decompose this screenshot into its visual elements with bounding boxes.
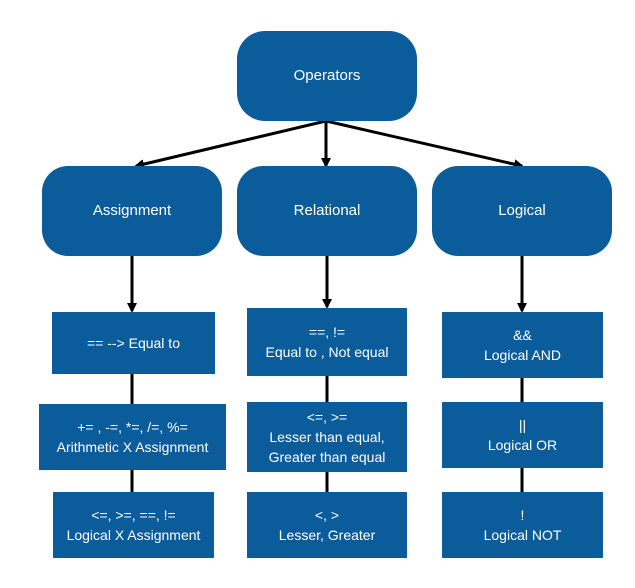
item-line: || [518,417,527,433]
category-node-assignment: Assignment [42,166,222,256]
item-line: ==, != [308,324,346,340]
assignment-item-arithmetic: += , -=, *=, /=, %= Arithmetic X Assignm… [39,404,226,470]
item-line: ! [520,507,525,523]
assignment-item-logical: <=, >=, ==, != Logical X Assignment [53,492,214,558]
item-line: Lesser than equal, [269,429,385,445]
item-line: Arithmetic X Assignment [56,439,209,455]
item-line: && [513,327,532,343]
root-label: Operators [293,67,361,84]
arrow-root-to-logical [325,119,524,170]
item-line: Greater than equal [268,449,386,465]
logical-item-and: && Logical AND [442,312,603,378]
item-line: <, > [314,507,340,523]
item-line: Logical AND [483,347,562,363]
relational-item-equality: ==, != Equal to , Not equal [247,308,407,376]
item-line: Logical X Assignment [66,527,201,543]
relational-item-comparison-equal: <=, >= Lesser than equal, Greater than e… [247,402,407,472]
category-node-logical: Logical [432,166,612,256]
category-label: Assignment [92,202,172,219]
category-label: Logical [498,202,546,219]
item-line: == --> Equal to [86,335,180,351]
item-line: <=, >= [306,409,348,425]
item-line: += , -=, *=, /=, %= [77,419,188,435]
assignment-item-equal-to: == --> Equal to [52,312,215,374]
logical-item-not: ! Logical NOT [442,492,603,558]
category-node-relational: Relational [237,166,417,256]
item-line: <=, >=, ==, != [91,507,176,523]
logical-item-or: || Logical OR [442,402,603,468]
item-line: Equal to , Not equal [265,344,389,360]
relational-item-comparison: <, > Lesser, Greater [247,492,407,558]
item-line: Logical NOT [483,527,562,543]
arrow-root-to-assignment [134,119,327,170]
category-label: Relational [293,202,361,219]
root-node-operators: Operators [237,31,417,121]
item-line: Lesser, Greater [278,527,376,543]
item-line: Logical OR [487,437,558,453]
